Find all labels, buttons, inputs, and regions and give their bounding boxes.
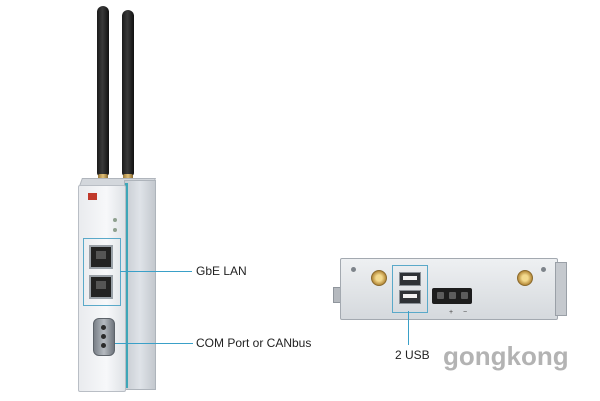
panel-screw — [541, 267, 546, 272]
rj45-port-2 — [89, 275, 113, 299]
callout-com-port: COM Port or CANbus — [196, 336, 312, 350]
db9-pin — [101, 325, 106, 330]
usb-port-2 — [399, 290, 421, 304]
brand-logo — [88, 193, 97, 200]
device-side — [124, 180, 156, 390]
callout-line-lan — [120, 271, 192, 272]
callout-line-com — [115, 343, 193, 344]
terminal-pin — [461, 292, 468, 299]
power-terminal-block — [432, 288, 472, 304]
db9-pin — [101, 343, 106, 348]
callout-line-usb — [408, 311, 409, 345]
db9-serial-port — [93, 318, 115, 356]
terminal-pin — [437, 292, 444, 299]
panel-mount-right — [555, 262, 567, 316]
lan-port-group — [83, 238, 121, 306]
polarity-minus: − — [463, 309, 468, 316]
antenna-right — [122, 10, 134, 176]
rj45-port-1 — [89, 245, 113, 269]
sma-antenna-jack-right — [517, 270, 533, 286]
status-led — [113, 228, 117, 232]
db9-pin — [101, 334, 106, 339]
accent-stripe — [125, 183, 128, 388]
usb-port-group — [392, 265, 428, 313]
callout-usb: 2 USB — [395, 348, 430, 362]
terminal-pin — [449, 292, 456, 299]
antenna-left — [97, 6, 109, 176]
sma-antenna-jack-left — [371, 270, 387, 286]
status-led — [113, 218, 117, 222]
watermark-text: gongkong — [443, 341, 569, 371]
callout-gbe-lan: GbE LAN — [196, 264, 247, 278]
usb-port-1 — [399, 272, 421, 286]
front-panel: + − — [340, 258, 558, 320]
gateway-device — [70, 0, 190, 401]
polarity-plus: + — [449, 309, 454, 316]
panel-screw — [351, 267, 356, 272]
